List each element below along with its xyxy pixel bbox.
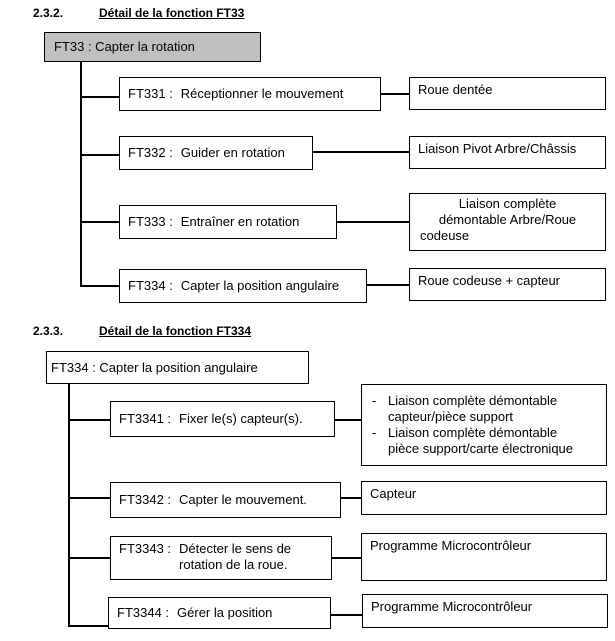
- section-heading-ft33: 2.3.2. Détail de la fonction FT33: [33, 6, 244, 20]
- solution-box-ft334: Roue codeuse + capteur: [409, 268, 606, 301]
- root-function-label: FT33 : Capter la rotation: [54, 39, 195, 54]
- branch-line: [80, 285, 119, 287]
- function-label: Gérer la position: [177, 605, 273, 620]
- function-label: Détecter le sens de rotation de la roue.: [179, 541, 291, 573]
- function-box-ft3341: FT3341 : Fixer le(s) capteur(s).: [110, 401, 335, 437]
- function-code: FT334 :: [128, 278, 173, 293]
- section-number: 2.3.3.: [33, 324, 64, 338]
- branch-line: [68, 497, 110, 499]
- function-label: Guider en rotation: [180, 145, 285, 160]
- solution-text: Roue dentée: [418, 82, 493, 97]
- function-label: Entraîner en rotation: [180, 214, 300, 229]
- solution-box-ft331: Roue dentée: [409, 77, 606, 110]
- link-line: [366, 284, 409, 286]
- solution-box-ft332: Liaison Pivot Arbre/Châssis: [409, 136, 606, 169]
- function-code: FT331 :: [128, 86, 173, 101]
- solution-box-ft333: Liaison complète démontable Arbre/Roue c…: [409, 193, 606, 251]
- function-code: FT3341 :: [119, 411, 172, 426]
- solution-text: Liaison Pivot Arbre/Châssis: [418, 141, 577, 156]
- branch-line: [80, 154, 119, 156]
- solution-box-ft3341: Liaison complète démontable capteur/pièc…: [361, 384, 607, 466]
- solution-text: Liaison complète démontable: [388, 425, 558, 440]
- solution-text: capteur/pièce support: [388, 409, 514, 424]
- link-line: [312, 151, 409, 153]
- root-function-ft33: FT33 : Capter la rotation: [44, 32, 261, 62]
- function-label: Réceptionner le mouvement: [180, 86, 344, 101]
- function-code: FT333 :: [128, 214, 173, 229]
- solution-text: Programme Microcontrôleur: [371, 599, 533, 614]
- branch-line: [80, 96, 119, 98]
- branch-line: [80, 221, 119, 223]
- function-box-ft3343: FT3343 : Détecter le sens de rotation de…: [110, 536, 332, 580]
- function-label: Capter le mouvement.: [179, 492, 307, 507]
- solution-box-ft3343: Programme Microcontrôleur: [361, 533, 607, 581]
- link-line: [331, 557, 361, 559]
- function-code: FT3344 :: [117, 605, 170, 620]
- solution-text: Roue codeuse + capteur: [418, 273, 561, 288]
- function-box-ft3344: FT3344 : Gérer la position: [108, 597, 331, 629]
- tree-trunk-line: [80, 62, 82, 287]
- solution-text: Liaison complète démontable: [388, 393, 558, 408]
- solution-list-item: Liaison complète démontable capteur/pièc…: [370, 393, 573, 425]
- solution-list-item: Liaison complète démontable pièce suppor…: [370, 425, 573, 457]
- solution-box-ft3344: Programme Microcontrôleur: [362, 594, 608, 628]
- function-box-ft333: FT333 : Entraîner en rotation: [119, 205, 337, 239]
- solution-text: Capteur: [370, 486, 417, 501]
- branch-line: [68, 625, 110, 627]
- tree-trunk-line: [68, 384, 70, 627]
- link-line: [380, 93, 409, 95]
- solution-text: pièce support/carte électronique: [388, 441, 574, 456]
- root-function-label: FT334 : Capter la position angulaire: [51, 359, 258, 375]
- link-line: [340, 497, 361, 499]
- solution-list: Liaison complète démontable capteur/pièc…: [370, 393, 573, 457]
- function-code: FT332 :: [128, 145, 173, 160]
- solution-text: codeuse: [420, 228, 470, 243]
- root-function-ft334: FT334 : Capter la position angulaire: [46, 351, 309, 384]
- function-code: FT3342 :: [119, 492, 172, 507]
- section-number: 2.3.2.: [33, 6, 64, 20]
- function-label-line: rotation de la roue.: [179, 557, 288, 572]
- function-box-ft3342: FT3342 : Capter le mouvement.: [110, 482, 341, 518]
- link-line: [336, 221, 409, 223]
- section-title: Détail de la fonction FT334: [99, 324, 252, 338]
- link-line: [334, 419, 361, 421]
- branch-line: [68, 419, 110, 421]
- function-box-ft334: FT334 : Capter la position angulaire: [119, 269, 367, 303]
- solution-text: Programme Microcontrôleur: [370, 538, 532, 553]
- section-heading-ft334: 2.3.3. Détail de la fonction FT334: [33, 324, 251, 338]
- section-title: Détail de la fonction FT33: [99, 6, 245, 20]
- link-line: [330, 614, 362, 616]
- function-label: Capter la position angulaire: [180, 278, 340, 293]
- function-box-ft331: FT331 : Réceptionner le mouvement: [119, 77, 381, 111]
- function-code: FT3343 :: [119, 541, 172, 556]
- function-label: Fixer le(s) capteur(s).: [179, 411, 303, 426]
- function-box-ft332: FT332 : Guider en rotation: [119, 136, 313, 170]
- solution-text: Liaison complète: [458, 196, 557, 211]
- branch-line: [68, 557, 110, 559]
- solution-text: démontable Arbre/Roue: [438, 212, 577, 227]
- function-label-line: Détecter le sens de: [179, 541, 292, 556]
- solution-box-ft3342: Capteur: [361, 481, 607, 515]
